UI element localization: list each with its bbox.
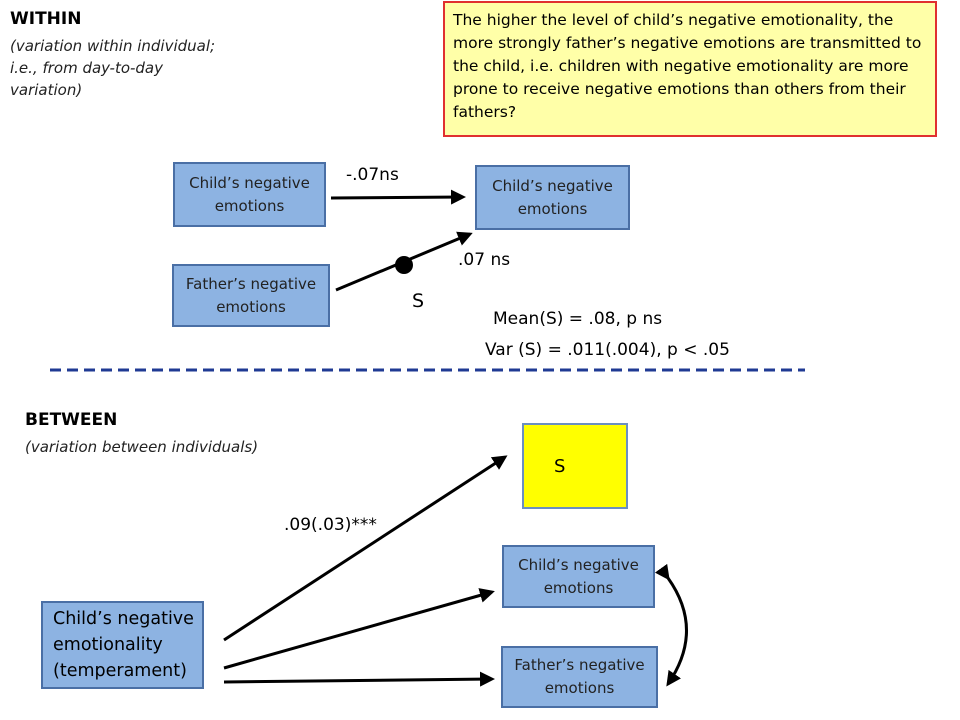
temperament-box: Child’s negative emotionality (temperame… [41, 601, 204, 689]
path-label-temperament: .09(.03)*** [284, 515, 377, 535]
moderator-dot [395, 256, 413, 274]
s-box: S [522, 423, 628, 509]
arrow-temperament-to-child [223, 588, 495, 670]
arrow-temperament-to-father [223, 671, 495, 687]
mean-stat: Mean(S) = .08, p ns [493, 309, 663, 329]
arrow-temperament-to-s [223, 455, 508, 642]
slope-label: S [412, 290, 425, 312]
var-stat: Var (S) = .011(.004), p < .05 [485, 340, 730, 360]
correlation-arrow [654, 563, 688, 687]
path-label-father: .07 ns [458, 250, 511, 270]
between-subtitle: (variation between individuals) [25, 438, 259, 456]
within-subtitle: (variation within individual; i.e., from… [10, 37, 216, 99]
arrow-child-to-child [330, 189, 466, 205]
between-heading: BETWEEN [25, 410, 118, 430]
within-heading: WITHIN [10, 9, 82, 29]
path-label-child: -.07ns [346, 165, 399, 185]
hypothesis-note: The higher the level of child’s negative… [443, 1, 937, 137]
